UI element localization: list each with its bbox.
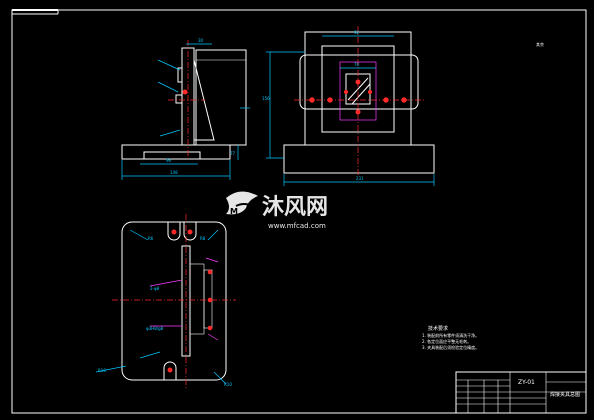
side-view-pin xyxy=(182,89,188,95)
front-view: 231 156 92 70 xyxy=(262,26,435,186)
title-block: ZY-01 焊接夹具总图 xyxy=(455,371,587,414)
plan-leader-3 xyxy=(205,257,219,263)
dim-front-bottom: 231 xyxy=(356,176,364,181)
side-view-clamp-2 xyxy=(175,94,183,104)
plan-r-tr: R8 xyxy=(200,236,206,241)
tech-note-line-3: 3. 夹具装配后须检验定位精度。 xyxy=(422,344,479,350)
side-view: 148 96 30 77 xyxy=(121,38,250,180)
dim-side-top: 30 xyxy=(198,38,204,43)
plan-leader-4 xyxy=(207,333,219,341)
watermark: M 沐风网 www.mfcad.com xyxy=(226,191,328,230)
watermark-logo: M xyxy=(226,191,258,216)
plan-view-outline xyxy=(121,221,227,381)
plan-leader-r-bl xyxy=(95,365,127,373)
sheet-border xyxy=(11,9,587,414)
plan-leader-r-bl-2 xyxy=(139,351,161,359)
front-view-diag-2 xyxy=(351,83,371,105)
title-block-name: 焊接夹具总图 xyxy=(550,391,580,398)
dim-side-bottom: 148 xyxy=(170,170,178,175)
tech-notes: 技术要求 1. 装配前所有零件须清洗干净。 2. 各定位面应平整无毛刺。 3. … xyxy=(422,325,479,350)
side-view-clamp xyxy=(177,67,183,83)
front-view-plate xyxy=(299,54,419,110)
plan-view-slot-top-pin xyxy=(171,229,177,235)
side-view-base-slot xyxy=(143,151,201,160)
leader-3 xyxy=(159,129,181,137)
plan-view-slot-bot-pin xyxy=(167,367,173,373)
title-block-frame xyxy=(455,371,587,414)
front-view-hole-8 xyxy=(367,89,373,95)
front-view-hole-7 xyxy=(343,89,349,95)
leader-1 xyxy=(157,59,181,71)
plan-bolt-1 xyxy=(207,269,213,275)
plan-hole-bottom: φ3H8/g8 xyxy=(146,326,164,331)
plan-view-slot-bot-l xyxy=(163,361,177,380)
dim-front-inner: 70 xyxy=(354,62,360,67)
plan-leader-r-tr xyxy=(207,229,219,241)
tech-notes-heading: 技术要求 xyxy=(428,325,448,332)
plan-leader-r-br xyxy=(213,371,227,385)
front-view-base xyxy=(283,144,435,174)
watermark-url: www.mfcad.com xyxy=(268,222,326,230)
svg-text:M: M xyxy=(230,207,238,216)
dim-front-top: 92 xyxy=(354,30,360,35)
dim-side-mid: 96 xyxy=(166,158,172,163)
plan-view-slot-top-l xyxy=(167,222,181,241)
plan-r-bl: R10 xyxy=(98,368,106,373)
plan-view-guide xyxy=(189,263,205,335)
plan-r-tl: R6 xyxy=(148,236,154,241)
plan-leader-r-tl xyxy=(129,229,149,241)
side-view-support xyxy=(195,49,247,146)
plan-r-br: R10 xyxy=(224,382,232,387)
leader-2 xyxy=(157,81,179,93)
plan-bolt-3 xyxy=(207,325,213,331)
tech-note-line-1: 1. 装配前所有零件须清洗干净。 xyxy=(422,332,479,338)
plan-leader-1 xyxy=(149,279,183,287)
corner-note: 其余 xyxy=(536,41,544,47)
tech-note-line-2: 2. 各定位面应平整无毛刺。 xyxy=(422,338,471,344)
plan-view-slot-top-r xyxy=(183,222,197,241)
watermark-brand: 沐风网 xyxy=(262,195,328,220)
dim-side-right: 77 xyxy=(230,151,236,156)
dim-front-height: 156 xyxy=(262,96,270,101)
plan-view: R6 R8 R10 R10 2-φ8 φ3H8/g8 xyxy=(95,214,236,390)
plan-view-slot-top-pin-2 xyxy=(187,229,193,235)
side-view-gusset xyxy=(193,59,215,141)
plan-hole-top: 2-φ8 xyxy=(150,286,160,291)
title-block-code: ZY-01 xyxy=(518,379,535,386)
